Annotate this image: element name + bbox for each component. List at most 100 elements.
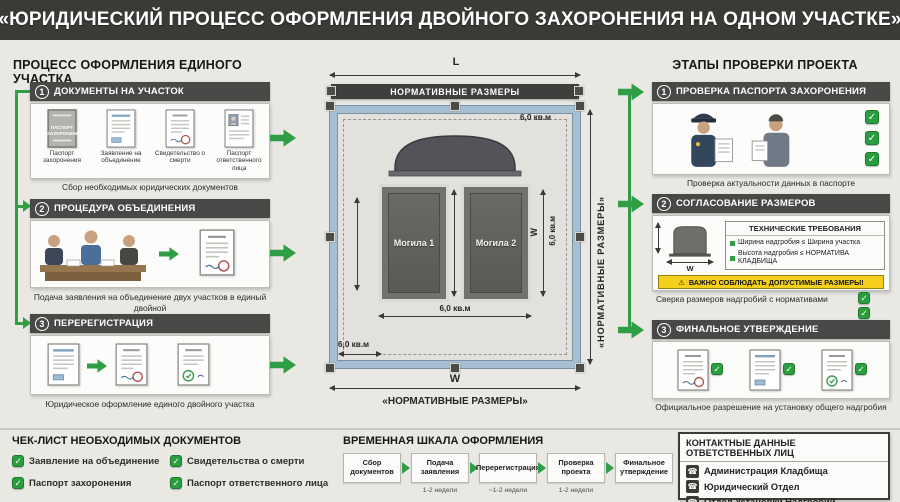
right-column-heading: ЭТАПЫ ПРОВЕРКИ ПРОЕКТА bbox=[672, 58, 858, 72]
tech-box-title: ТЕХНИЧЕСКИЕ ТРЕБОВАНИЯ bbox=[726, 222, 884, 236]
center-dim-line bbox=[378, 312, 532, 319]
step-number-badge: 3 bbox=[657, 322, 671, 337]
stamped-document-icon bbox=[821, 349, 853, 391]
right-step-3-header: 3 ФИНАЛЬНОЕ УТВЕРЖДЕНИЕ bbox=[652, 320, 890, 339]
check-icon: ✓ bbox=[170, 477, 182, 489]
left-connector-stub-1 bbox=[15, 90, 30, 93]
checklist-item-label: Паспорт ответственного лица bbox=[187, 477, 329, 489]
plot-width-dim-label: W bbox=[449, 373, 461, 385]
timeline-stage: Финальное утверждение bbox=[615, 453, 673, 483]
step-number-badge: 1 bbox=[35, 84, 49, 99]
document-card: Паспорт ответственного лица bbox=[212, 109, 266, 172]
step-title: ФИНАЛЬНОЕ УТВЕРЖДЕНИЕ bbox=[676, 324, 819, 335]
step-title: ПРОЦЕДУРА ОБЪЕДИНЕНИЯ bbox=[54, 203, 196, 214]
timeline-duration: ~1-2 недели bbox=[488, 487, 528, 494]
check-icon: ✓ bbox=[865, 131, 879, 145]
technical-requirements-box: ТЕХНИЧЕСКИЕ ТРЕБОВАНИЯ Ширина надгробия … bbox=[725, 221, 885, 271]
bottom-left-dim-line bbox=[338, 350, 382, 357]
stamped-document-icon bbox=[177, 343, 210, 386]
left-step-2-header: 2 ПРОЦЕДУРА ОБЪЕДИНЕНИЯ bbox=[30, 199, 270, 218]
checklist-item-label: Свидетельства о смерти bbox=[187, 455, 305, 467]
timeline-heading: ВРЕМЕННАЯ ШКАЛА ОФОРМЛЕНИЯ bbox=[343, 435, 544, 447]
connector-arrow-icon bbox=[23, 317, 31, 329]
timeline-duration: 1-2 недели bbox=[558, 487, 594, 494]
flow-arrow-icon bbox=[270, 129, 296, 147]
check-icon: ✓ bbox=[783, 363, 795, 375]
checklist-item: ✓ Заявление на объединение bbox=[12, 455, 164, 467]
contact-item: ☎ Администрация Кладбища bbox=[680, 462, 888, 478]
step-title: ПРОВЕРКА ПАСПОРТА ЗАХОРОНЕНИЯ bbox=[676, 86, 867, 97]
left-step-3-header: 3 ПЕРЕРЕГИСТРАЦИЯ bbox=[30, 314, 270, 333]
timeline-stage: Сбор документов bbox=[343, 453, 401, 483]
document-badge-text: ПАСПОРТ ЗАХОРОНЕНИЯ bbox=[47, 125, 83, 136]
step-caption: Официальное разрешение на установку обще… bbox=[655, 402, 887, 412]
frame-node bbox=[325, 363, 335, 373]
frame-node bbox=[325, 101, 335, 111]
step-caption: Подача заявления на объединение двух уча… bbox=[33, 292, 267, 313]
grave-1: Могила 1 bbox=[379, 184, 449, 302]
plot-length-dim-label: L bbox=[452, 56, 460, 68]
timeline-arrow-icon bbox=[538, 462, 546, 474]
meeting-illustration bbox=[37, 226, 149, 284]
step-number-badge: 1 bbox=[657, 84, 671, 99]
contact-item: ☎ Юридический Отдел bbox=[680, 478, 888, 493]
step-title: ДОКУМЕНТЫ НА УЧАСТОК bbox=[54, 86, 184, 97]
timeline-stage: Проверка проекта bbox=[547, 453, 605, 483]
frame-node bbox=[326, 86, 336, 96]
contacts-panel: КОНТАКТНЫЕ ДАННЫЕ ОТВЕТСТВЕННЫХ ЛИЦ ☎ Ад… bbox=[678, 432, 890, 502]
left-step-1-header: 1 ДОКУМЕНТЫ НА УЧАСТОК bbox=[30, 82, 270, 101]
contact-label: Юридический Отдел bbox=[704, 481, 800, 492]
frame-node bbox=[574, 86, 584, 96]
frame-node bbox=[325, 232, 335, 242]
plot-area-top-label: 6,0 кв.м bbox=[520, 113, 552, 122]
plot-area-right-label: 6,0 кв.м bbox=[548, 216, 557, 246]
document-icon bbox=[115, 343, 148, 386]
step-caption: Юридическое оформление единого двойного … bbox=[45, 399, 255, 409]
check-icon: ✓ bbox=[12, 477, 24, 489]
tombstone-width-label: W bbox=[686, 264, 694, 273]
frame-node bbox=[575, 101, 585, 111]
phone-icon: ☎ bbox=[686, 480, 699, 493]
document-label: Заявление на объединение bbox=[100, 150, 142, 165]
flow-arrow-icon bbox=[618, 83, 644, 101]
check-icon: ✓ bbox=[865, 110, 879, 124]
check-icon: ✓ bbox=[858, 307, 870, 319]
left-step-2-panel bbox=[30, 220, 270, 288]
step-title: СОГЛАСОВАНИЕ РАЗМЕРОВ bbox=[676, 198, 816, 209]
height-dim-line bbox=[654, 222, 661, 254]
check-icon: ✓ bbox=[12, 455, 24, 467]
warning-text: ВАЖНО СОБЛЮДАТЬ ДОПУСТИМЫЕ РАЗМЕРЫ! bbox=[688, 277, 864, 287]
left-inner-dim-line bbox=[353, 197, 360, 291]
document-card: ПАСПОРТ ЗАХОРОНЕНИЯ Паспорт захоронения bbox=[35, 109, 89, 165]
plot-bottom-label: «НОРМАТИВНЫЕ РАЗМЕРЫ» bbox=[382, 396, 528, 407]
document-card: Свидетельство о смерти bbox=[153, 109, 207, 165]
plot-length-dim-line bbox=[329, 71, 581, 78]
tombstone-icon bbox=[663, 221, 717, 257]
plot-width-inner-label: W bbox=[529, 228, 539, 237]
width-dim-line bbox=[666, 258, 714, 265]
document-label: Паспорт ответственного лица bbox=[216, 150, 262, 172]
phone-icon: ☎ bbox=[686, 464, 699, 478]
flow-arrow-icon bbox=[618, 195, 644, 213]
id-passport-document-icon bbox=[224, 109, 254, 148]
right-step-2-panel: W ТЕХНИЧЕСКИЕ ТРЕБОВАНИЯ Ширина надгроби… bbox=[652, 215, 890, 291]
step-number-badge: 2 bbox=[657, 196, 671, 211]
flow-arrow-icon bbox=[270, 244, 296, 262]
grave-label: Могила 1 bbox=[393, 238, 435, 248]
timeline-stage: Подача заявления bbox=[411, 453, 469, 483]
frame-node bbox=[575, 232, 585, 242]
gap-dim-line bbox=[450, 189, 457, 297]
sealed-application-document-icon bbox=[199, 229, 235, 276]
flow-arrow-icon bbox=[87, 359, 107, 373]
plot-width-dim-line bbox=[329, 384, 581, 391]
step-number-badge: 3 bbox=[35, 316, 49, 331]
width-inner-dim-line bbox=[539, 189, 546, 297]
checklist-item-label: Паспорт захоронения bbox=[29, 477, 132, 489]
step-caption: Проверка актуальности данных в паспорте bbox=[686, 178, 856, 188]
plot-area-bottom-label: 6,0 кв.м bbox=[338, 340, 370, 349]
document-icon bbox=[677, 349, 709, 391]
frame-node bbox=[450, 101, 460, 111]
application-document-icon bbox=[106, 109, 136, 148]
step-caption: Сбор необходимых юридических документов bbox=[62, 182, 238, 192]
